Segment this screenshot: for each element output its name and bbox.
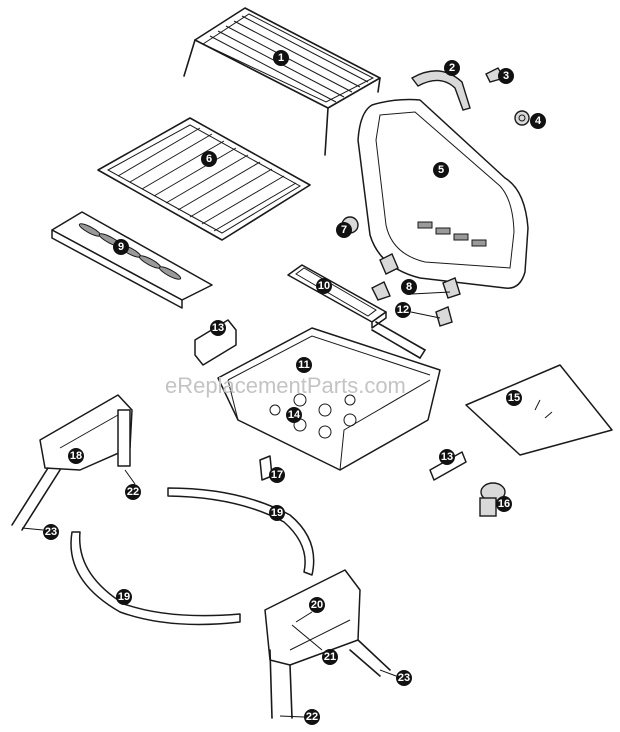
svg-text:5: 5 (438, 164, 444, 176)
callout-2: 2 (444, 60, 460, 76)
svg-text:11: 11 (298, 359, 310, 371)
watermark: eReplacementParts.com (165, 373, 406, 398)
svg-text:9: 9 (118, 241, 124, 253)
leg-bracket (194, 319, 467, 481)
callout-18: 18 (68, 448, 84, 464)
svg-text:12: 12 (397, 304, 409, 316)
side-shelf (465, 364, 613, 456)
callout-19-lower: 19 (116, 589, 132, 605)
callout-17: 17 (269, 467, 285, 483)
callout-12: 12 (395, 302, 411, 318)
svg-text:13: 13 (441, 451, 453, 463)
svg-text:19: 19 (271, 507, 283, 519)
callout-9: 9 (113, 239, 129, 255)
svg-text:22: 22 (127, 486, 139, 498)
callout-7: 7 (336, 222, 352, 238)
svg-text:6: 6 (206, 153, 212, 165)
right-leg-assembly (264, 569, 391, 719)
callout-22-lower: 22 (304, 709, 320, 725)
callout-22-upper: 22 (125, 484, 141, 500)
svg-text:23: 23 (45, 526, 57, 538)
heat-plate (51, 211, 213, 309)
callout-20: 20 (309, 597, 325, 613)
left-leg-assembly (11, 394, 133, 531)
leg-tube-lower (70, 531, 241, 626)
callout-16: 16 (496, 496, 512, 512)
svg-text:13: 13 (212, 322, 224, 334)
svg-text:21: 21 (324, 651, 336, 663)
warming-rack (183, 7, 381, 156)
svg-text:17: 17 (271, 469, 283, 481)
svg-text:7: 7 (341, 224, 347, 236)
callout-13-lower: 13 (439, 449, 455, 465)
callout-14: 14 (286, 407, 302, 423)
lid-handle (410, 70, 471, 111)
svg-text:8: 8 (406, 281, 412, 293)
callout-15: 15 (506, 390, 522, 406)
svg-text:4: 4 (535, 115, 542, 127)
svg-text:10: 10 (318, 280, 330, 292)
cooking-grate (97, 117, 311, 241)
callout-6: 6 (201, 151, 217, 167)
svg-text:22: 22 (306, 711, 318, 723)
callout-13-upper: 13 (210, 320, 226, 336)
svg-text:14: 14 (288, 409, 301, 421)
callout-5: 5 (433, 162, 449, 178)
callout-19-upper: 19 (269, 505, 285, 521)
callout-10: 10 (316, 278, 332, 294)
svg-text:18: 18 (70, 450, 82, 462)
callout-3: 3 (498, 68, 514, 84)
svg-text:15: 15 (508, 392, 520, 404)
callout-1: 1 (273, 50, 289, 66)
svg-text:19: 19 (118, 591, 130, 603)
svg-text:20: 20 (311, 599, 323, 611)
callout-21: 21 (322, 649, 338, 665)
callout-8: 8 (401, 279, 417, 295)
leg-tube-upper (167, 487, 315, 576)
svg-text:1: 1 (278, 52, 284, 64)
regulator (479, 482, 506, 517)
callout-23-lower: 23 (396, 670, 412, 686)
firebox-base (217, 327, 441, 471)
callout-11: 11 (296, 357, 312, 373)
svg-text:23: 23 (398, 672, 410, 684)
grill-lid (357, 98, 529, 289)
callout-23-upper: 23 (43, 524, 59, 540)
svg-text:16: 16 (498, 498, 510, 510)
knob-part (514, 110, 530, 126)
svg-text:2: 2 (449, 62, 455, 74)
callout-4: 4 (530, 113, 546, 129)
svg-text:3: 3 (503, 70, 509, 82)
burner (287, 264, 426, 359)
hinge-brackets (371, 253, 461, 327)
